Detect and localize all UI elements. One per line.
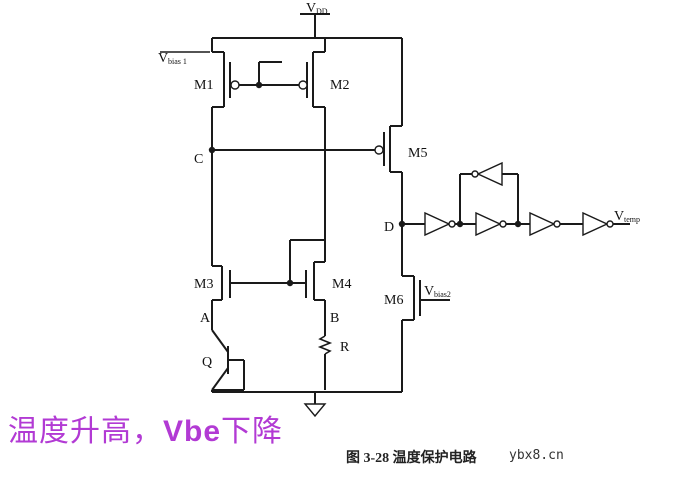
- vtemp-label: V: [614, 209, 624, 224]
- temperature-note: 温度升高，Vbe下降: [8, 406, 283, 450]
- transistor-m4: M4: [286, 239, 351, 330]
- vbias1-label: V: [158, 51, 168, 66]
- m1-m2-gate-net: [239, 61, 301, 89]
- m3-label: M3: [194, 277, 213, 292]
- node-c-net: C: [194, 146, 375, 167]
- vdd-label: V: [306, 1, 316, 16]
- transistor-m5: M5: [374, 38, 427, 276]
- node-d-label: D: [384, 220, 394, 235]
- transistor-m1: M1: [194, 38, 240, 150]
- vtemp-output: V temp: [614, 209, 640, 224]
- inverter-1: [424, 211, 451, 237]
- bjt-q: A Q: [200, 311, 245, 391]
- note-suffix: 下降: [221, 414, 284, 449]
- transistor-m2: M2: [298, 38, 349, 240]
- node-a-label: A: [200, 311, 211, 326]
- watermark-text: ybx8.cn: [509, 448, 564, 463]
- ground-icon: [303, 403, 327, 418]
- vbias2-subscript: bias2: [434, 290, 451, 299]
- inverter-chain: [424, 161, 630, 237]
- note-vbe: Vbe: [163, 415, 222, 448]
- inverter-feedback: [476, 161, 503, 187]
- transistor-m3: M3: [194, 265, 306, 330]
- m2-label: M2: [330, 78, 349, 93]
- inverter-2: [475, 211, 502, 237]
- m5-label: M5: [408, 146, 427, 161]
- node-b-label: B: [330, 311, 339, 326]
- node-c-label: C: [194, 152, 203, 167]
- node-d-net: D: [384, 220, 425, 235]
- vbias1-input: V bias 1: [158, 51, 210, 66]
- m1-label: M1: [194, 78, 213, 93]
- vdd-supply: V DD: [212, 1, 402, 39]
- m4-label: M4: [332, 277, 351, 292]
- transistor-m6: M6 V bias2: [384, 275, 451, 392]
- vdd-subscript: DD: [316, 7, 328, 16]
- figure-caption: 图 3-28 温度保护电路: [346, 451, 477, 466]
- vtemp-subscript: temp: [624, 215, 640, 224]
- ground-net: [211, 390, 402, 418]
- note-prefix: 温度升高，: [8, 414, 163, 449]
- resistor-r: B R: [317, 311, 350, 390]
- vbias1-subscript: bias 1: [168, 57, 187, 66]
- inverter-3: [529, 211, 556, 237]
- m6-label: M6: [384, 293, 403, 308]
- r-label: R: [340, 340, 350, 355]
- vbias2-label: V: [424, 284, 434, 299]
- inverter-4: [582, 211, 609, 237]
- q-label: Q: [202, 355, 212, 370]
